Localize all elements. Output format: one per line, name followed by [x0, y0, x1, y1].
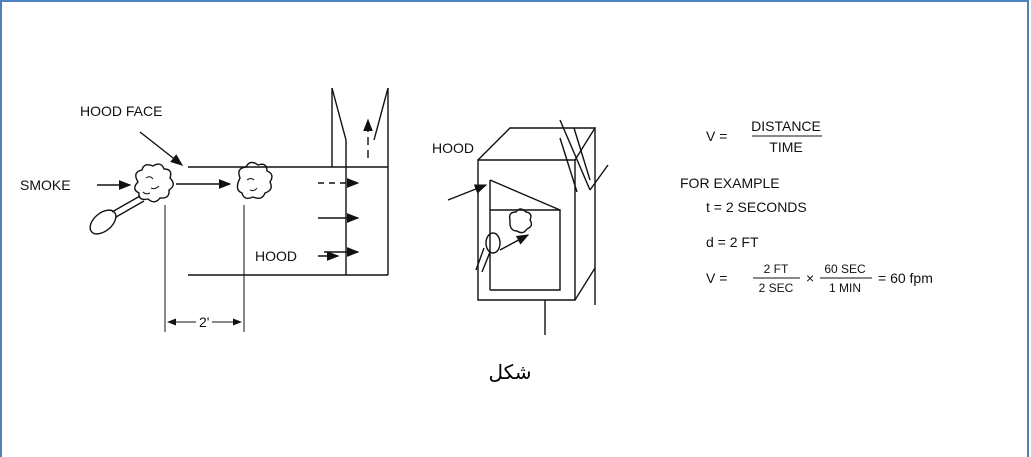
hood-face-label: HOOD FACE: [80, 103, 162, 119]
hood-box-top: [477, 127, 597, 161]
d-equation: d = 2 FT: [706, 234, 759, 250]
hood-3d-arrow-2: [499, 234, 530, 251]
time-denominator: TIME: [769, 139, 802, 155]
smoke-puff-3: [508, 208, 533, 234]
hood-opening-top: [489, 179, 561, 211]
f1-numerator: 2 FT: [764, 262, 789, 276]
hood-label: HOOD: [255, 248, 297, 264]
hood-3d-diagram: HOOD: [432, 119, 609, 335]
figure-caption: شكل: [488, 360, 532, 384]
smoke-puff-2: [236, 161, 273, 200]
smoke-tube-icon: [89, 195, 145, 235]
distance-label: 2': [199, 314, 209, 330]
duct-line-1: [559, 137, 578, 193]
times-sign: ×: [806, 270, 814, 286]
v-example-lhs: V =: [706, 270, 727, 286]
duct-line-2: [573, 127, 591, 181]
left-hood-diagram: HOOD FACE SMOKE HOOD 2': [20, 87, 389, 332]
for-example-label: FOR EXAMPLE: [680, 175, 780, 191]
smoke-puff-1: [134, 163, 174, 203]
f1-denominator: 2 SEC: [759, 281, 794, 295]
f2-denominator: 1 MIN: [829, 281, 861, 295]
duct-line-4: [589, 164, 609, 191]
duct-line-3: [559, 119, 591, 191]
hood-3d-label: HOOD: [432, 140, 474, 156]
duct-left: [331, 87, 347, 141]
smoke-label: SMOKE: [20, 177, 71, 193]
velocity-formulas: V = DISTANCE TIME FOR EXAMPLE t = 2 SECO…: [680, 118, 933, 295]
tube-handle-2: [481, 251, 491, 273]
f2-numerator: 60 SEC: [824, 262, 866, 276]
tube-handle-1: [475, 247, 485, 271]
smoke-tube-3d: [485, 232, 501, 254]
result-text: = 60 fpm: [878, 270, 933, 286]
v-eq-lhs: V =: [706, 128, 727, 144]
duct-right: [373, 87, 389, 141]
hood-3d-arrow-1: [447, 184, 488, 201]
hood-face-arrow: [139, 131, 184, 166]
hood-opening: [490, 209, 561, 291]
distance-numerator: DISTANCE: [751, 118, 821, 134]
hood-box-side-bottom: [574, 267, 596, 301]
t-equation: t = 2 SECONDS: [706, 199, 807, 215]
